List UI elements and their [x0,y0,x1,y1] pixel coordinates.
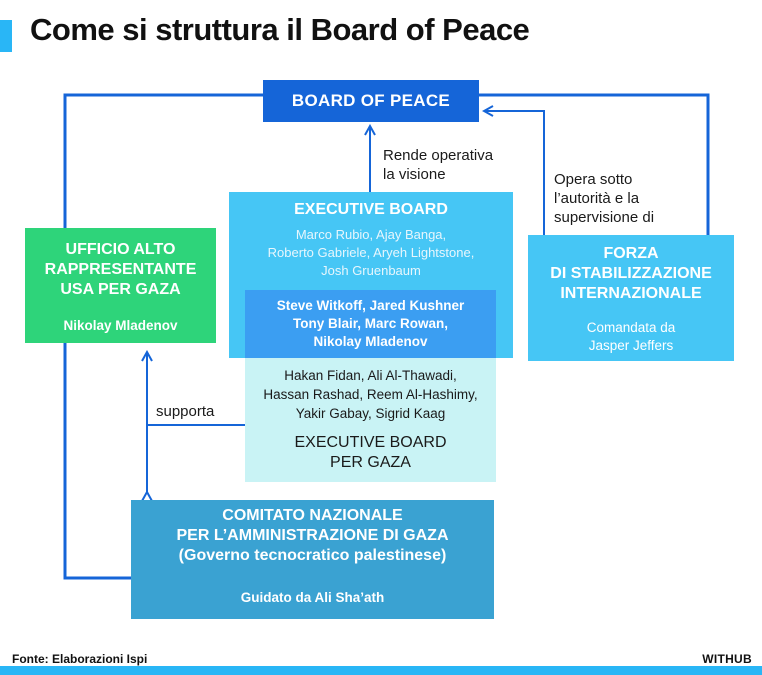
label-supporta: supporta [156,403,215,420]
ufficio-usa-label: UFFICIO ALTO RAPPRESENTANTE USA PER GAZA [44,241,197,298]
page-title: Come si struttura il Board of Peace [30,12,530,47]
forza-label: FORZA DI STABILIZZAZIONE INTERNAZIONALE [550,245,712,302]
executive-board-members: Marco Rubio, Ajay Banga, Roberto Gabriel… [267,227,475,278]
executive-board-gaza-box: Hakan Fidan, Ali Al-Thawadi, Hassan Rash… [245,357,496,482]
connector-forza-to-board [704,93,710,235]
executive-board-label: EXECUTIVE BOARD [294,201,448,218]
footer-source: Fonte: Elaborazioni Ispi [12,652,148,666]
comitato-leader: Guidato da Ali Sha’ath [240,590,385,605]
footer-brand-logo: WITHUB [702,652,752,666]
board-of-peace-box: BOARD OF PEACE [263,80,479,122]
accent-bar-bottom [0,666,762,675]
label-opera-sotto: Opera sotto l’autorità e la supervisione… [554,171,655,226]
accent-bar-top [0,20,12,52]
forza-box: FORZA DI STABILIZZAZIONE INTERNAZIONALE … [528,235,734,361]
executive-board-gaza-members: Hakan Fidan, Ali Al-Thawadi, Hassan Rash… [263,368,478,421]
board-of-peace-label: BOARD OF PEACE [291,91,451,110]
forza-commander: Comandata da Jasper Jeffers [586,320,676,353]
label-rende-operativa: Rende operativa la visione [383,147,494,183]
executive-board-gaza-label: EXECUTIVE BOARD PER GAZA [294,434,447,471]
ufficio-usa-box: UFFICIO ALTO RAPPRESENTANTE USA PER GAZA… [25,228,216,343]
comitato-label: COMITATO NAZIONALE PER L’AMMINISTRAZIONE… [176,507,449,564]
ufficio-usa-person: Nikolay Mladenov [63,318,178,333]
shared-members-box: Steve Witkoff, Jared Kushner Tony Blair,… [245,290,496,358]
comitato-box: COMITATO NAZIONALE PER L’AMMINISTRAZIONE… [131,500,494,619]
arrow-opera-sotto [484,111,545,235]
shared-members-list: Steve Witkoff, Jared Kushner Tony Blair,… [276,298,465,349]
